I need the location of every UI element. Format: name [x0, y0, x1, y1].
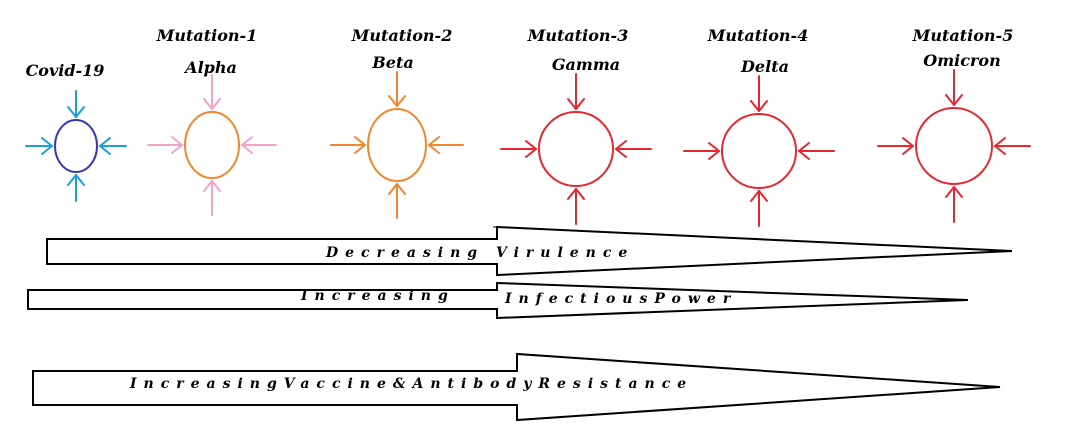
trend-arrow-group: [27, 225, 1013, 422]
spike-arrow-right: [428, 136, 464, 154]
spike-arrow-left: [877, 137, 914, 155]
spike-arrow-right: [99, 137, 127, 155]
mutation-label-4: Mutation-4: [707, 26, 809, 45]
virus-body-alpha: [184, 111, 240, 179]
decreasing-virulence-label: Decreasing Virulence: [326, 245, 635, 261]
virus-body-covid19: [54, 119, 98, 173]
virus-body-beta: [367, 108, 427, 182]
spike-arrow-top: [388, 71, 406, 107]
spike-arrow-right: [798, 142, 835, 160]
infectious-power-label: InfectiousPower: [505, 291, 738, 307]
increasing-label: Increasing: [301, 288, 455, 304]
variant-label-covid19: Covid-19: [25, 61, 105, 80]
spike-arrow-left: [25, 137, 53, 155]
spike-arrow-bottom: [567, 188, 585, 225]
virus-covid19: [25, 90, 127, 202]
resistance-label: IncreasingVaccine&AntibodyResistance: [130, 376, 694, 392]
spike-arrow-bottom: [203, 180, 221, 216]
spike-arrow-top: [945, 69, 963, 106]
spike-arrow-bottom: [388, 183, 406, 219]
mutation-label-2: Mutation-2: [351, 26, 453, 45]
spike-arrow-bottom: [945, 186, 963, 223]
virus-alpha: [147, 74, 277, 216]
variant-label-beta: Beta: [372, 53, 414, 72]
spike-arrow-left: [330, 136, 366, 154]
virus-group: [25, 69, 1031, 227]
spike-arrow-left: [147, 136, 183, 154]
spike-arrow-right: [241, 136, 277, 154]
spike-arrow-top: [67, 90, 85, 118]
variant-label-omicron: Omicron: [923, 51, 1001, 70]
variant-label-gamma: Gamma: [551, 55, 621, 74]
variant-label-delta: Delta: [741, 57, 789, 76]
mutation-label-3: Mutation-3: [527, 26, 629, 45]
decreasing-virulence-arrow: [46, 225, 1013, 277]
spike-arrow-right: [615, 140, 652, 158]
increasing-infectious-power-arrow: [27, 281, 969, 320]
virus-gamma: [500, 73, 652, 225]
spike-arrow-left: [683, 142, 720, 160]
spike-arrow-top: [203, 74, 221, 110]
virus-omicron: [877, 69, 1031, 223]
spike-arrow-top: [750, 75, 768, 112]
spike-arrow-top: [567, 73, 585, 110]
increasing-resistance-arrow: [32, 352, 1001, 422]
spike-arrow-bottom: [67, 174, 85, 202]
virus-delta: [683, 75, 835, 227]
spike-arrow-bottom: [750, 190, 768, 227]
spike-arrow-left: [500, 140, 537, 158]
variant-label-alpha: Alpha: [185, 58, 237, 77]
virus-body-delta: [721, 113, 797, 189]
mutation-label-5: Mutation-5: [912, 26, 1014, 45]
virus-body-omicron: [915, 107, 993, 185]
virus-beta: [330, 71, 464, 219]
virus-body-gamma: [538, 111, 614, 187]
mutation-label-1: Mutation-1: [156, 26, 258, 45]
spike-arrow-right: [994, 137, 1031, 155]
